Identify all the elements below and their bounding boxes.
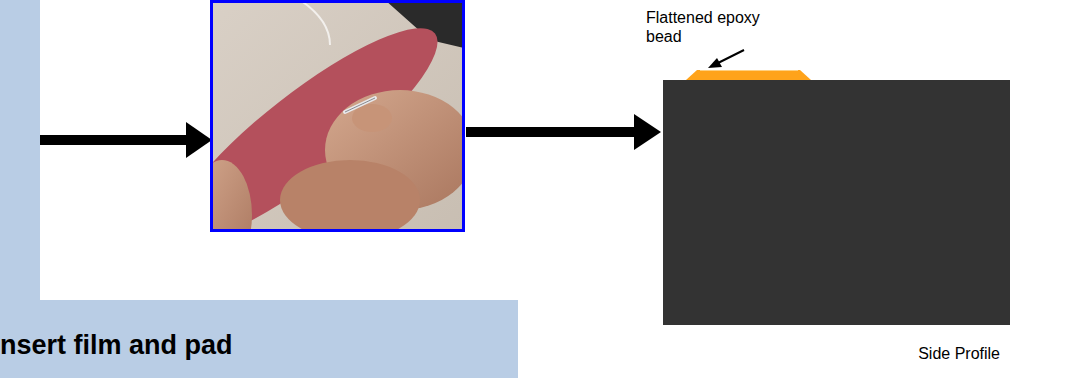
callout-label: Flattened epoxy bead: [646, 8, 776, 46]
step-band: nsert film and pad: [0, 300, 518, 378]
panel-strip: [0, 0, 40, 300]
side-profile-block: Side Profile: [663, 80, 1010, 325]
flow-arrow: [466, 114, 661, 150]
step-title: nsert film and pad: [0, 330, 233, 361]
bead-highlight: [700, 70, 798, 71]
leader-arrow: [708, 50, 744, 68]
flow-arrow: [40, 122, 212, 158]
view-caption: Side Profile: [918, 345, 1000, 363]
photo-frame: [212, 2, 464, 231]
epoxy-bead: [686, 70, 811, 80]
photo: [211, 1, 464, 231]
